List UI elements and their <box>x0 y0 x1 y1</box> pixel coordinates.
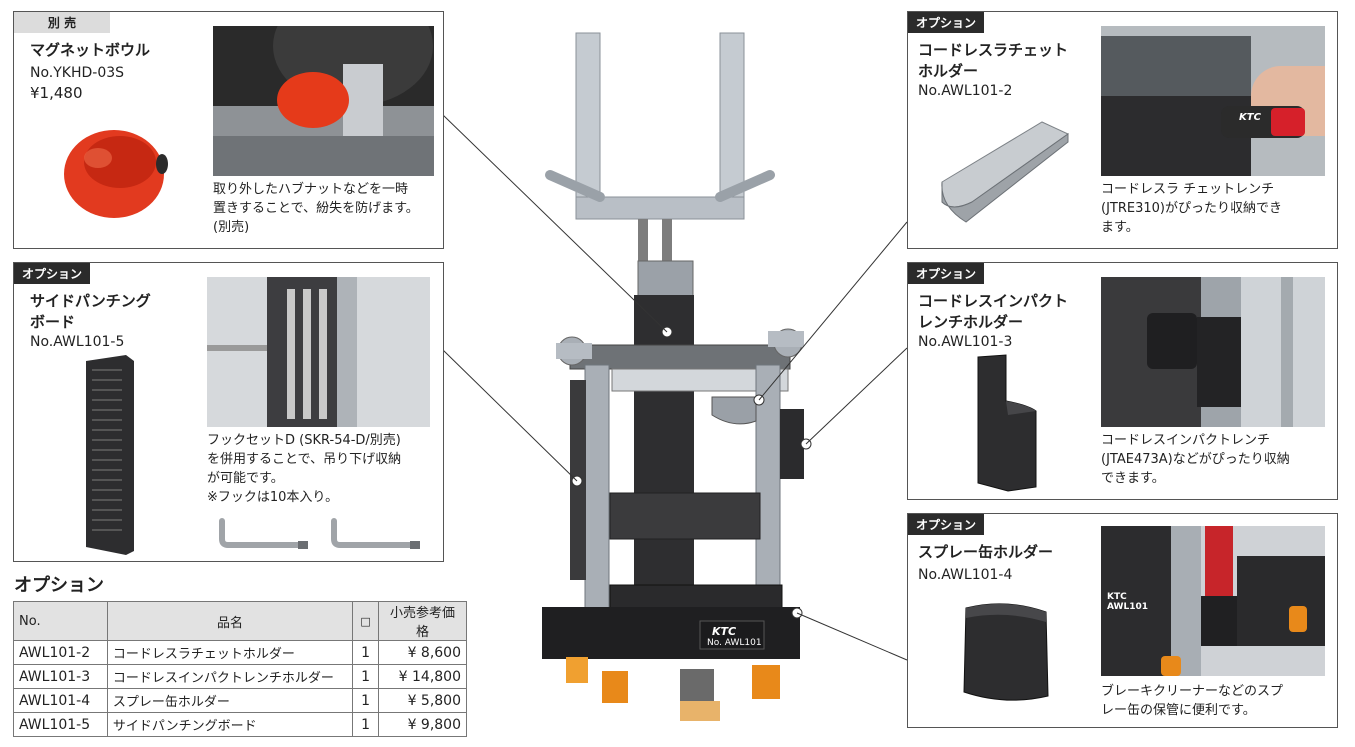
cell-qty: 1 <box>352 688 380 713</box>
cart-brand-label: KTC <box>712 625 737 638</box>
cell-qty: 1 <box>352 664 380 689</box>
product-title: コードレスラチェット ホルダー <box>918 41 1069 80</box>
product-description: 取り外したハブナットなどを一時 置きすることで、紛失を防げます。 (別売) <box>213 182 419 235</box>
photo-label: KTC AWL101 <box>1107 592 1149 612</box>
panel-spray-holder: オプション スプレー缶ホルダー No.AWL101-4 KTC AWL101 ブ… <box>907 513 1338 728</box>
product-model: No.AWL101-3 <box>918 334 1013 350</box>
cart-model-label: No. AWL101 <box>707 638 762 648</box>
table-row: AWL101-3 コードレスインパクトレンチホルダー 1 ¥ 14,800 <box>13 664 467 689</box>
product-price: ¥1,480 <box>30 84 83 102</box>
cell-qty: 1 <box>352 640 380 665</box>
col-header-name: 品名 <box>106 601 354 641</box>
options-table-title: オプション <box>14 575 104 596</box>
panel-impact-holder: オプション コードレスインパクト レンチホルダー No.AWL101-3 コード… <box>907 262 1338 500</box>
cell-no: AWL101-5 <box>13 712 108 737</box>
table-row: AWL101-4 スプレー缶ホルダー 1 ¥ 5,800 <box>13 688 467 713</box>
cart-illustration <box>542 32 812 721</box>
col-header-no: No. <box>13 601 108 641</box>
col-header-price: 小売参考価格 <box>378 601 467 641</box>
product-model: No.AWL101-4 <box>918 567 1013 583</box>
panel-tag: オプション <box>908 514 985 535</box>
cell-name: スプレー缶ホルダー <box>106 688 354 713</box>
cell-price: ¥ 8,600 <box>378 640 467 665</box>
table-header-row: No. 品名 □ 小売参考価格 <box>13 601 467 641</box>
cell-qty: 1 <box>352 712 380 737</box>
table-row: AWL101-2 コードレスラチェットホルダー 1 ¥ 8,600 <box>13 640 467 665</box>
panel-magnet-bowl: 別 売 マグネットボウル No.YKHD-03S ¥1,480 取り外したハブナ… <box>13 11 444 249</box>
cell-name: コードレスラチェットホルダー <box>106 640 354 665</box>
product-model: No.AWL101-5 <box>30 334 125 350</box>
table-row: AWL101-5 サイドパンチングボード 1 ¥ 9,800 <box>13 712 467 737</box>
hook-image <box>331 518 420 549</box>
photo-logo: KTC <box>1239 112 1261 123</box>
product-model: No.YKHD-03S <box>30 65 125 81</box>
product-description: コードレスインパクトレンチ (JTAE473A)などがぴったり収納 できます。 <box>1101 433 1290 486</box>
ratchet-holder-photo: KTC <box>1101 26 1325 176</box>
spray-holder-image <box>963 603 1049 701</box>
cell-no: AWL101-2 <box>13 640 108 665</box>
cell-price: ¥ 9,800 <box>378 712 467 737</box>
panel-tag: オプション <box>14 263 91 284</box>
product-title: スプレー缶ホルダー <box>918 543 1054 561</box>
side-board-image <box>86 355 134 555</box>
product-title: コードレスインパクト レンチホルダー <box>918 292 1069 331</box>
hook-image <box>219 518 308 549</box>
panel-tag: オプション <box>908 12 985 33</box>
panel-tag: オプション <box>908 263 985 284</box>
options-table: No. 品名 □ 小売参考価格 AWL101-2 コードレスラチェットホルダー … <box>13 601 467 737</box>
impact-holder-image <box>977 354 1037 492</box>
impact-holder-photo <box>1101 277 1325 427</box>
cell-name: コードレスインパクトレンチホルダー <box>106 664 354 689</box>
product-title: マグネットボウル <box>30 41 151 59</box>
cell-name: サイドパンチングボード <box>106 712 354 737</box>
cell-price: ¥ 14,800 <box>378 664 467 689</box>
product-description: コードレスラ チェットレンチ (JTRE310)がぴったり収納でき ます。 <box>1101 182 1282 235</box>
cell-price: ¥ 5,800 <box>378 688 467 713</box>
panel-ratchet-holder: オプション コードレスラチェット ホルダー No.AWL101-2 KTC コー… <box>907 11 1338 249</box>
panel-tag: 別 売 <box>14 12 110 33</box>
cell-no: AWL101-4 <box>13 688 108 713</box>
ratchet-holder-image <box>941 121 1069 223</box>
product-description: フックセットD (SKR-54-D/別売) を併用することで、吊り下げ収納 が可… <box>207 433 402 505</box>
magnet-bowl-image <box>64 130 168 218</box>
panel-side-punching-board: オプション サイドパンチング ボード No.AWL101-5 フックセットD (… <box>13 262 444 562</box>
product-model: No.AWL101-2 <box>918 83 1013 99</box>
side-board-photo <box>207 277 430 427</box>
spray-holder-photo: KTC AWL101 <box>1101 526 1325 676</box>
magnet-bowl-photo <box>213 26 434 176</box>
product-description: ブレーキクリーナーなどのスプ レー缶の保管に便利です。 <box>1101 684 1284 718</box>
cell-no: AWL101-3 <box>13 664 108 689</box>
col-header-qty: □ <box>352 601 380 641</box>
product-title: サイドパンチング ボード <box>30 292 151 331</box>
